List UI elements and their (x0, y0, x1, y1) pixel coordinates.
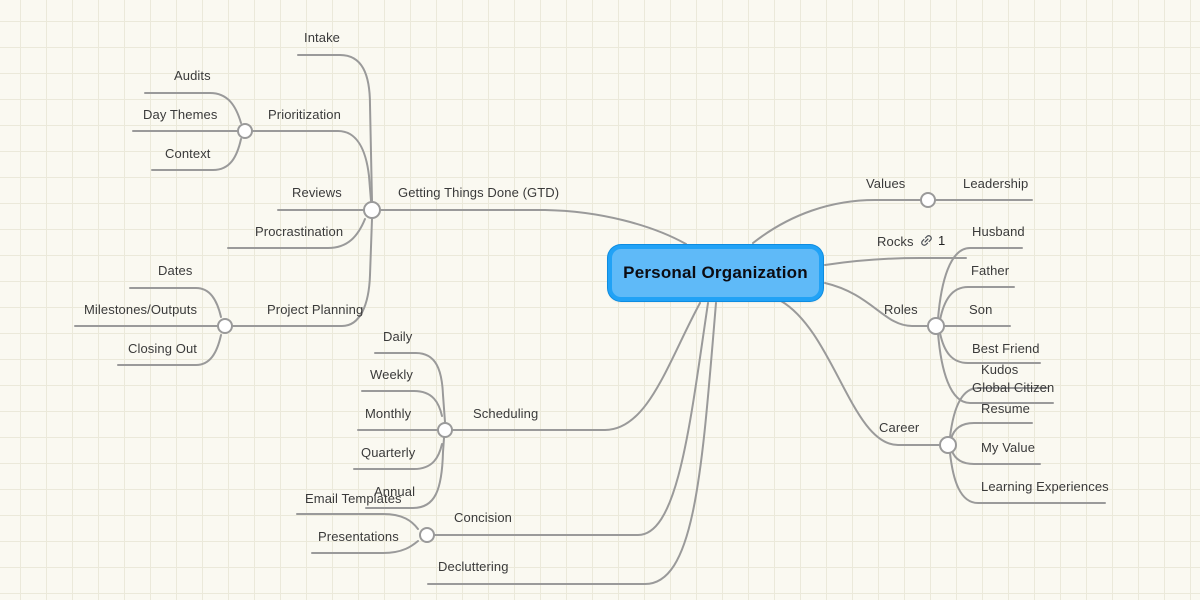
edge-daily (374, 352, 446, 423)
edge-career (780, 300, 941, 446)
edge-procrastination (227, 218, 366, 249)
branch-connector-career[interactable] (939, 436, 957, 454)
edge-weekly (361, 390, 443, 417)
branch-connector-gtd[interactable] (363, 201, 381, 219)
edge-audits (144, 92, 242, 124)
node-monthly[interactable]: Monthly (365, 406, 412, 421)
node-milestones-outputs[interactable]: Milestones/Outputs (84, 302, 198, 317)
node-presentations[interactable]: Presentations (318, 529, 399, 544)
node-intake[interactable]: Intake (304, 30, 341, 45)
edge-my-value (951, 450, 1041, 465)
attachment-link-badge[interactable]: 1 (919, 233, 945, 248)
branch-connector-roles[interactable] (927, 317, 945, 335)
edge-values (752, 199, 922, 244)
branch-connector-concision[interactable] (419, 527, 435, 543)
edge-concision (433, 302, 709, 536)
node-annual[interactable]: Annual (374, 484, 416, 499)
node-day-themes[interactable]: Day Themes (143, 107, 218, 122)
node-scheduling[interactable]: Scheduling (473, 406, 539, 421)
root-node-label: Personal Organization (623, 263, 808, 282)
node-closing-out[interactable]: Closing Out (128, 341, 198, 356)
node-dates[interactable]: Dates (158, 263, 193, 278)
branch-connector-scheduling[interactable] (437, 422, 453, 438)
node-husband[interactable]: Husband (972, 224, 1025, 239)
node-best-friend[interactable]: Best Friend (972, 341, 1040, 356)
node-quarterly[interactable]: Quarterly (361, 445, 416, 460)
edge-presentations (311, 540, 419, 554)
node-values[interactable]: Values (866, 176, 906, 191)
edge-roles (824, 282, 929, 327)
edge-closing-out (117, 334, 222, 366)
node-decluttering[interactable]: Decluttering (438, 559, 509, 574)
edge-intake (297, 54, 373, 202)
branch-connector-prioritization[interactable] (237, 123, 253, 139)
edge-learning-experiences (949, 452, 1106, 504)
node-concision[interactable]: Concision (454, 510, 512, 525)
link-count: 1 (938, 233, 946, 248)
edge-email-templates (296, 513, 419, 530)
node-weekly[interactable]: Weekly (370, 367, 413, 382)
edge-resume (950, 422, 1033, 440)
edge-project-planning (231, 218, 373, 327)
node-learning-experiences[interactable]: Learning Experiences (981, 479, 1109, 494)
edge-husband (937, 247, 1023, 320)
edge-context (151, 138, 242, 171)
node-audits[interactable]: Audits (174, 68, 211, 83)
branch-connector-values[interactable] (920, 192, 936, 208)
edge-global-citizen (937, 332, 1054, 404)
node-father[interactable]: Father (971, 263, 1010, 278)
edge-annual (365, 437, 445, 509)
edge-decluttering (427, 302, 717, 585)
edge-prioritization (251, 130, 372, 202)
edge-rocks (824, 257, 967, 266)
edge-kudos (949, 387, 1048, 438)
node-rocks[interactable]: Rocks (877, 234, 914, 249)
node-roles[interactable]: Roles (884, 302, 918, 317)
edge-quarterly (353, 443, 443, 470)
node-prioritization[interactable]: Prioritization (268, 107, 341, 122)
node-procrastination[interactable]: Procrastination (255, 224, 344, 239)
link-icon (921, 235, 932, 246)
node-leadership[interactable]: Leadership (963, 176, 1029, 191)
node-project-planning[interactable]: Project Planning (267, 302, 364, 317)
node-son[interactable]: Son (969, 302, 993, 317)
node-global-citizen[interactable]: Global Citizen (972, 380, 1055, 395)
edge-gtd (371, 209, 687, 245)
edge-father (939, 286, 1015, 321)
node-reviews[interactable]: Reviews (292, 185, 342, 200)
edge-dates (129, 287, 222, 318)
edge-scheduling (451, 302, 701, 431)
node-career[interactable]: Career (879, 420, 920, 435)
node-my-value[interactable]: My Value (981, 440, 1036, 455)
node-kudos[interactable]: Kudos (981, 362, 1019, 377)
node-gtd[interactable]: Getting Things Done (GTD) (398, 185, 560, 200)
root-node[interactable]: Personal Organization (608, 245, 823, 301)
node-resume[interactable]: Resume (981, 401, 1031, 416)
node-daily[interactable]: Daily (383, 329, 413, 344)
node-email-templates[interactable]: Email Templates (305, 491, 402, 506)
edge-best-friend (939, 332, 1041, 364)
node-context[interactable]: Context (165, 146, 211, 161)
branch-connector-project-planning[interactable] (217, 318, 233, 334)
